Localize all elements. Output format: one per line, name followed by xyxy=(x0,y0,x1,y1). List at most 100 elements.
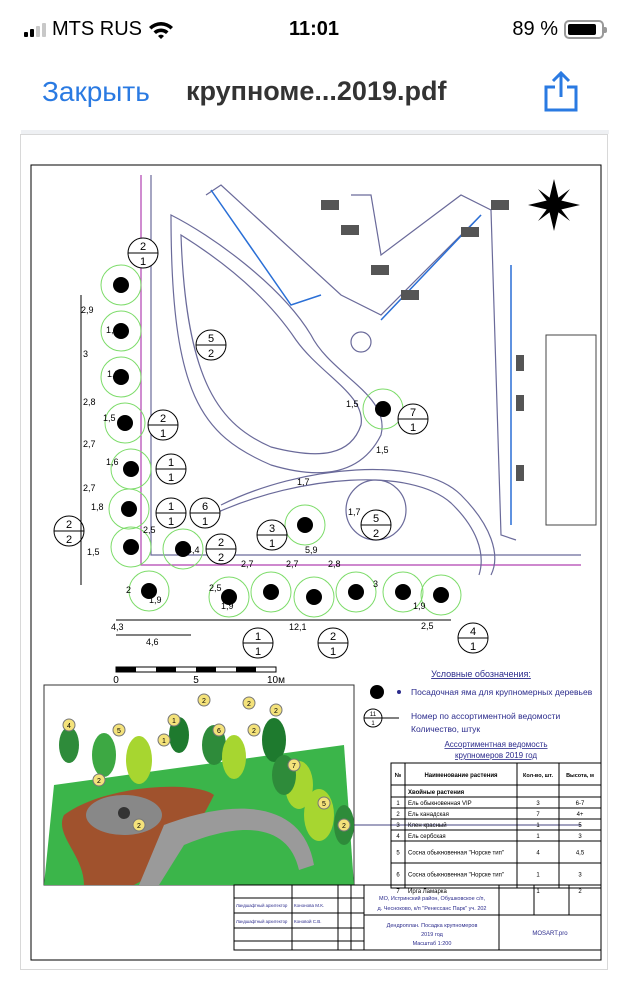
tree-label: 11 xyxy=(155,497,187,529)
clock: 11:01 xyxy=(288,18,340,40)
dimension-label: 1,8 xyxy=(107,369,120,379)
aerial-marker: 2 xyxy=(242,696,256,710)
tree-label-number: 2 xyxy=(218,537,224,549)
title-block-role: Ландшафтный архитектор xyxy=(236,919,288,924)
aerial-tree xyxy=(59,727,79,763)
dimension-label: 4,3 xyxy=(111,622,124,632)
wifi-icon xyxy=(149,21,173,39)
table-section: Хвойные растения xyxy=(408,789,465,796)
tree-label-count: 2 xyxy=(66,534,72,546)
dimension-label: 1,9 xyxy=(413,601,426,611)
scale-label: 10м xyxy=(267,675,285,686)
title-block-address: МО, Истринский район, Обушковское с/п, xyxy=(379,895,485,902)
dimension-label: 4,4 xyxy=(187,545,200,555)
tree-label-number: 3 xyxy=(269,523,275,535)
tree-label-count: 1 xyxy=(330,646,336,658)
dimension-label: 2,7 xyxy=(241,559,254,569)
building-blocks xyxy=(321,200,524,481)
dimension-label: 2,5 xyxy=(209,583,222,593)
building xyxy=(210,189,512,525)
tree-label: 21 xyxy=(127,237,159,269)
aerial-marker: 1 xyxy=(157,733,171,747)
tree-crown xyxy=(104,402,146,444)
aerial-marker-number: 1 xyxy=(172,718,176,725)
aerial-tree xyxy=(92,733,116,777)
aerial-marker: 2 xyxy=(132,818,146,832)
aerial-marker-number: 1 xyxy=(162,738,166,745)
table-cell: 7 xyxy=(536,812,540,818)
tree-crown xyxy=(100,264,142,306)
scale-bar-segment xyxy=(196,667,216,672)
close-button[interactable]: Закрыть xyxy=(42,76,150,107)
title-block-frame xyxy=(233,884,602,951)
title-block-name: Кононова М.К. xyxy=(294,903,324,908)
share-icon[interactable] xyxy=(542,70,580,112)
tree-label-count: 1 xyxy=(410,422,416,434)
tree-label-number: 7 xyxy=(410,407,416,419)
planting-pit xyxy=(117,415,133,431)
dimension-label: 1,6 xyxy=(106,457,119,467)
battery-percent: 89 % xyxy=(512,18,558,40)
tree-label-number: 1 xyxy=(168,501,174,513)
tree-label: 41 xyxy=(457,622,489,654)
title-block-company: MOSART.pro xyxy=(532,931,568,937)
compass-icon xyxy=(528,179,580,231)
tree-label: 61 xyxy=(189,497,221,529)
table-subtitle: крупномеров 2019 год xyxy=(455,751,537,760)
aerial-marker: 6 xyxy=(212,723,226,737)
tree-label-number: 1 xyxy=(255,631,261,643)
table-cell: 3 xyxy=(396,823,400,829)
aerial-marker-number: 2 xyxy=(137,823,141,830)
legend-sample-count: 1 xyxy=(371,721,375,727)
legend: Условные обозначения: Посадочная яма для… xyxy=(363,669,593,760)
planting-pit xyxy=(395,584,411,600)
planting-pit xyxy=(297,517,313,533)
scale-bar-segment xyxy=(156,667,176,672)
tree-label: 31 xyxy=(256,519,288,551)
tree-label-count: 2 xyxy=(218,552,224,564)
table-cell: 1 xyxy=(536,823,540,829)
dimension-label: 2,7 xyxy=(286,559,299,569)
planting-pit xyxy=(263,584,279,600)
signal-icon xyxy=(24,22,46,37)
tree-label-count: 2 xyxy=(373,528,379,540)
carrier-name: MTS RUS xyxy=(52,18,142,40)
aerial-marker-number: 7 xyxy=(292,763,296,770)
tree-crown xyxy=(293,576,335,618)
aerial-marker-number: 5 xyxy=(117,728,121,735)
aerial-marker: 2 xyxy=(197,693,211,707)
building-outline xyxy=(545,334,597,526)
tree-crown xyxy=(284,504,326,546)
planting-pit xyxy=(113,323,129,339)
table-cell: 3 xyxy=(578,834,582,840)
dimension-label: 1,5 xyxy=(346,399,359,409)
planting-pit xyxy=(121,501,137,517)
legend-item-number: Номер по ассортиментной ведомости xyxy=(411,711,561,721)
dimension-label: 1,9 xyxy=(149,595,162,605)
tree-crown xyxy=(108,488,150,530)
table-header: Наименование растения xyxy=(424,773,498,779)
dimension-label: 2,7 xyxy=(83,483,96,493)
tree-label-number: 5 xyxy=(373,513,379,525)
tree-label: 21 xyxy=(147,409,179,441)
table-cell: 1 xyxy=(396,801,400,807)
aerial-marker-number: 2 xyxy=(97,778,101,785)
scale-label: 0 xyxy=(113,675,119,686)
aerial-marker: 7 xyxy=(287,758,301,772)
dimension-label: 1,9 xyxy=(106,325,119,335)
table-cell: 5 xyxy=(396,851,400,857)
table-cell: 1 xyxy=(536,834,540,840)
aerial-marker-number: 2 xyxy=(247,701,251,708)
title-block-scale: Масштаб 1:200 xyxy=(413,941,452,947)
tree-label: 52 xyxy=(360,509,392,541)
tree-label-number: 6 xyxy=(202,501,208,513)
tree-label-count: 1 xyxy=(255,646,261,658)
aerial-marker-number: 6 xyxy=(217,728,221,735)
tree-label: 71 xyxy=(397,403,429,435)
